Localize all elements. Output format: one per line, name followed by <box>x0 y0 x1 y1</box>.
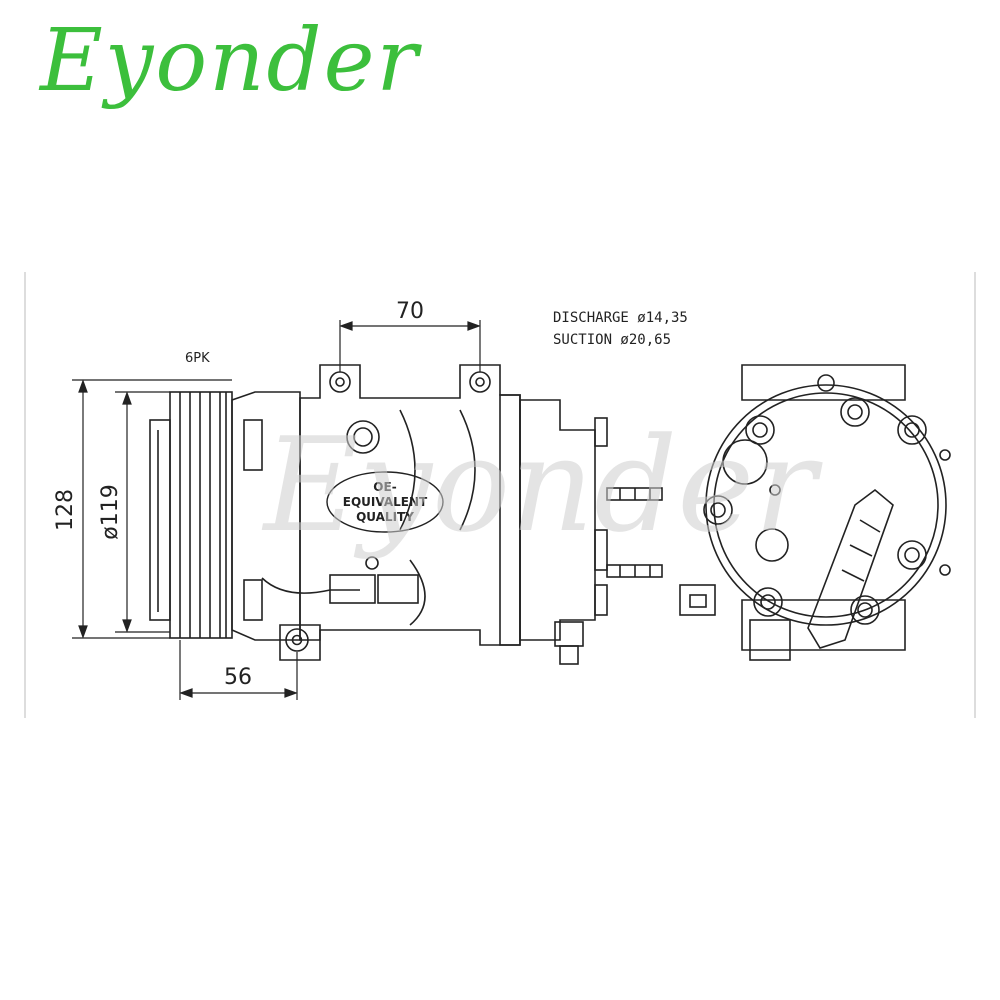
suction-port <box>755 528 789 562</box>
mount-hole-top-right <box>469 371 491 393</box>
fill-plug <box>346 420 380 454</box>
dim-label-128: 128 <box>53 489 78 531</box>
dimension-70 <box>339 320 481 372</box>
belt-label: 6PK <box>185 351 210 366</box>
badge-line-2: EQUIVALENT <box>343 495 428 509</box>
dim-label-70: 70 <box>396 299 424 324</box>
rear-head <box>519 399 596 641</box>
watermark: Eyonder <box>262 409 823 561</box>
pulley <box>169 391 233 639</box>
oe-badge-outline <box>326 471 444 533</box>
badge-line-1: OE- <box>373 480 396 494</box>
dimension-56 <box>179 640 298 700</box>
discharge-port <box>722 439 768 485</box>
rear-view <box>679 364 951 661</box>
rear-housing <box>705 384 947 626</box>
discharge-label: DISCHARGE ø14,35 <box>553 310 688 326</box>
wiring-connector <box>329 574 376 604</box>
rear-connector <box>679 584 716 616</box>
rear-bottom-bracket <box>741 599 906 651</box>
dimension-119 <box>115 391 170 633</box>
rear-bolts <box>703 397 927 625</box>
dim-label-56: 56 <box>224 665 252 690</box>
clutch-hub <box>149 419 171 621</box>
badge-line-3: QUALITY <box>356 510 414 524</box>
mount-hole-top-left <box>329 371 351 393</box>
suction-label: SUCTION ø20,65 <box>553 332 671 348</box>
pipe-fitting <box>807 488 894 649</box>
mount-hole-bottom <box>285 628 309 652</box>
brand-logo: Eyonder <box>40 11 420 111</box>
rear-top-bracket <box>741 364 906 401</box>
dimension-128 <box>72 379 232 639</box>
dim-label-119: ø119 <box>98 484 123 539</box>
rear-sensor <box>749 619 791 661</box>
